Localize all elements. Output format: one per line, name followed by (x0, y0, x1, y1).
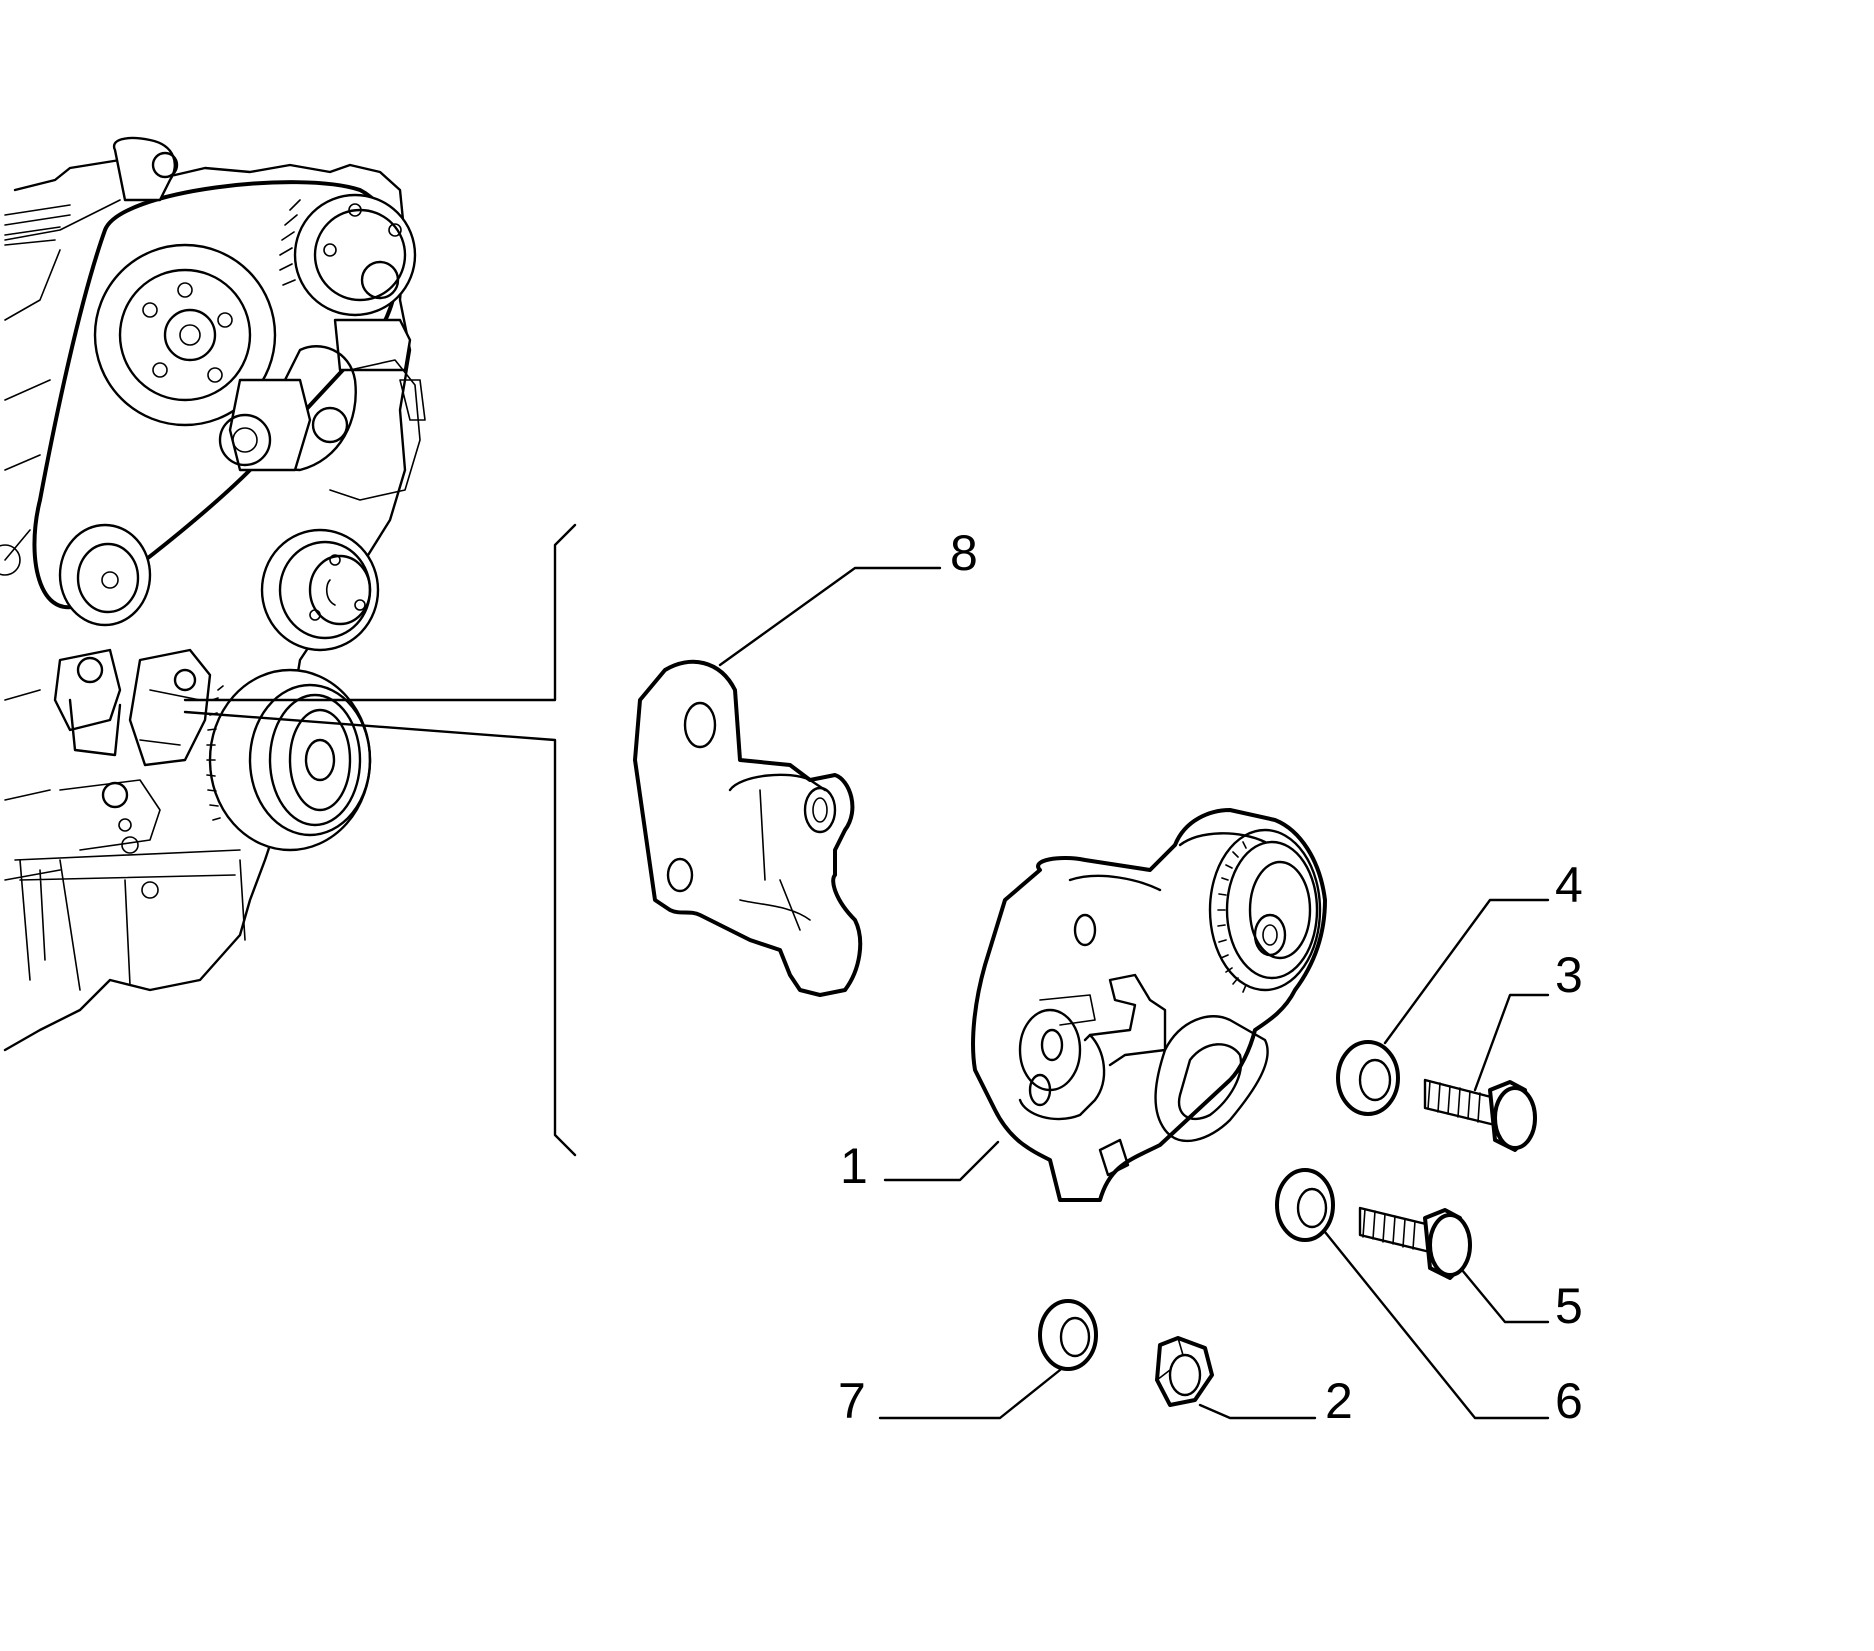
washer-7-icon (1038, 1299, 1098, 1371)
water-pump-pulley-icon (260, 528, 380, 652)
callout-2: 2 (1325, 1373, 1353, 1429)
cam-pulley-right-icon (279, 193, 417, 317)
leader-3 (1473, 993, 1550, 1092)
callout-4: 4 (1555, 857, 1583, 913)
callout-5: 5 (1555, 1278, 1583, 1334)
callout-1: 1 (840, 1138, 868, 1194)
leader-2 (1198, 1403, 1317, 1420)
callout-numbers: 8 4 3 1 5 7 2 6 (838, 525, 1583, 1429)
leader-7 (878, 1368, 1062, 1420)
callout-6: 6 (1555, 1373, 1583, 1429)
washer-6-icon (1275, 1168, 1335, 1242)
cam-pulley-left-icon (93, 243, 277, 427)
callout-3: 3 (1555, 947, 1583, 1003)
engine-assembly (0, 136, 426, 1052)
bolt-3-icon (1423, 1078, 1537, 1152)
nut-2-icon (1155, 1336, 1214, 1407)
support-bracket-icon (633, 659, 863, 997)
bolt-5-icon (1358, 1206, 1472, 1280)
crankshaft-pulley-icon (206, 668, 372, 852)
leader-6 (1323, 1230, 1550, 1420)
leader-4 (1383, 898, 1550, 1045)
washer-4-icon (1336, 1040, 1400, 1116)
leader-1 (883, 1140, 1000, 1182)
leader-5 (1460, 1268, 1550, 1324)
idler-pulley-icon (58, 523, 152, 627)
belt-tensioner-icon (971, 808, 1327, 1202)
detail-bracket (183, 523, 577, 1157)
leader-lines (718, 566, 1550, 1420)
leader-8 (718, 566, 942, 667)
callout-8: 8 (950, 525, 978, 581)
callout-7: 7 (838, 1373, 866, 1429)
